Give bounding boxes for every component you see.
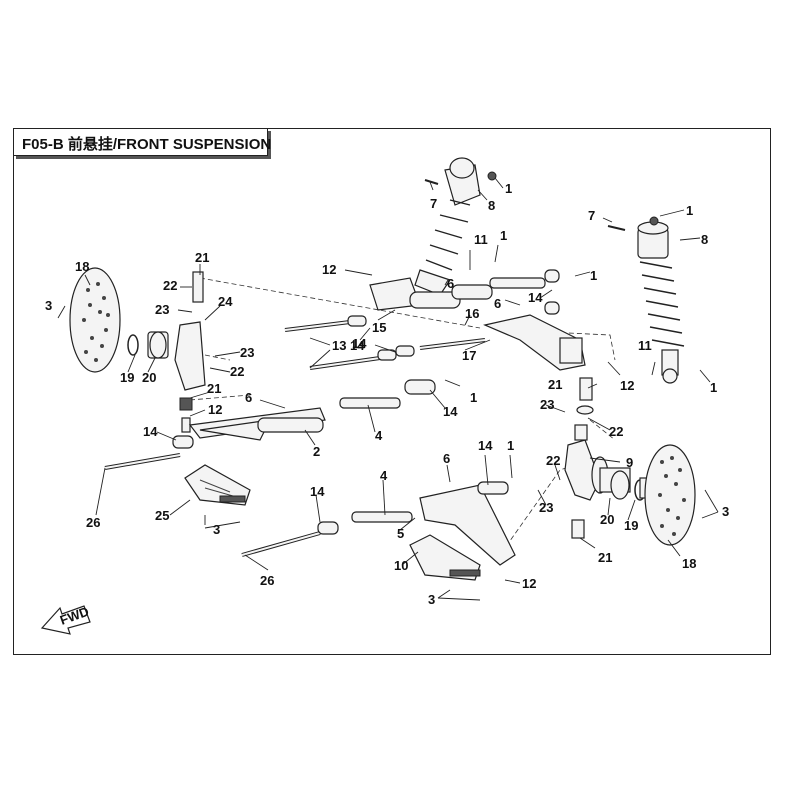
callout: 14 [478, 438, 493, 453]
callout: 6 [443, 451, 450, 466]
upper-a-arm [369, 269, 560, 315]
right-shock-absorber [607, 216, 685, 384]
callout: 1 [505, 181, 512, 196]
callout: 25 [155, 508, 169, 523]
callout: 14 [310, 484, 325, 499]
callout: 14 [352, 336, 367, 351]
left-skid-plate [184, 464, 251, 506]
callout: 3 [213, 522, 220, 537]
callout: 12 [620, 378, 634, 393]
callout: 22 [163, 278, 177, 293]
callout: 3 [428, 592, 435, 607]
callout: 6 [245, 390, 252, 405]
callout: 21 [195, 250, 209, 265]
callout: 7 [588, 208, 595, 223]
callout: 21 [598, 550, 612, 565]
left-hub [127, 271, 206, 433]
callout: 18 [75, 259, 89, 274]
shafts [284, 315, 486, 370]
callout: 14 [443, 404, 458, 419]
lower-right-a-arm [241, 481, 516, 566]
callout: 3 [45, 298, 52, 313]
callout: 14 [350, 338, 365, 353]
leader-lines [57, 177, 719, 601]
page-title: F05-B 前悬挂/FRONT SUSPENSION [22, 136, 272, 153]
callout: 11 [638, 338, 652, 353]
callout: 4 [380, 468, 388, 483]
upper-right-a-arm [483, 314, 586, 371]
callout: 20 [142, 370, 156, 385]
callout: 7 [430, 196, 437, 211]
callout: 21 [548, 377, 562, 392]
callout: 6 [447, 276, 454, 291]
callout: 23 [540, 397, 554, 412]
callout: 1 [500, 228, 507, 243]
callout: 18 [682, 556, 696, 571]
right-brake-disc [644, 444, 696, 546]
fwd-arrow: FWD [40, 604, 91, 635]
callout-numbers: 1 7 8 11 1 7 1 8 12 6 14 1 18 21 22 23 2… [45, 181, 729, 607]
callout: 3 [722, 504, 729, 519]
callout: 21 [207, 381, 221, 396]
callout: 26 [86, 515, 100, 530]
right-skid-plate [409, 534, 481, 581]
callout: 2 [313, 444, 320, 459]
diagram-frame [13, 128, 771, 655]
callout: 22 [609, 424, 623, 439]
callout: 1 [710, 380, 717, 395]
callout: 23 [539, 500, 553, 515]
callout: 8 [488, 198, 495, 213]
callout: 8 [701, 232, 708, 247]
right-knuckle [564, 377, 601, 539]
callout: 14 [528, 290, 543, 305]
callout: 14 [143, 424, 158, 439]
callout: 26 [260, 573, 274, 588]
callout: 11 [474, 232, 488, 247]
callout: 1 [590, 268, 597, 283]
callout: 5 [397, 526, 404, 541]
callout: 9 [626, 455, 633, 470]
callout: 12 [208, 402, 222, 417]
lower-left-a-arm [104, 379, 436, 470]
callout: 17 [462, 348, 476, 363]
callout: 4 [375, 428, 383, 443]
callout: 24 [218, 294, 233, 309]
callout: 12 [322, 262, 336, 277]
callout: 23 [155, 302, 169, 317]
callout: 19 [624, 518, 638, 533]
callout: 16 [465, 306, 479, 321]
callout: 1 [470, 390, 477, 405]
callout: 23 [240, 345, 254, 360]
callout: 10 [394, 558, 408, 573]
callout: 12 [522, 576, 536, 591]
callout: 6 [494, 296, 501, 311]
callout: 22 [230, 364, 244, 379]
callout: 19 [120, 370, 134, 385]
title-box: F05-B 前悬挂/FRONT SUSPENSION [13, 128, 272, 156]
left-shock-absorber [414, 157, 497, 296]
callout: 1 [686, 203, 693, 218]
callout: 1 [507, 438, 514, 453]
left-brake-disc [69, 267, 121, 373]
callout: 22 [546, 453, 560, 468]
callout: 13 [332, 338, 346, 353]
callout: 15 [372, 320, 386, 335]
callout: 20 [600, 512, 614, 527]
